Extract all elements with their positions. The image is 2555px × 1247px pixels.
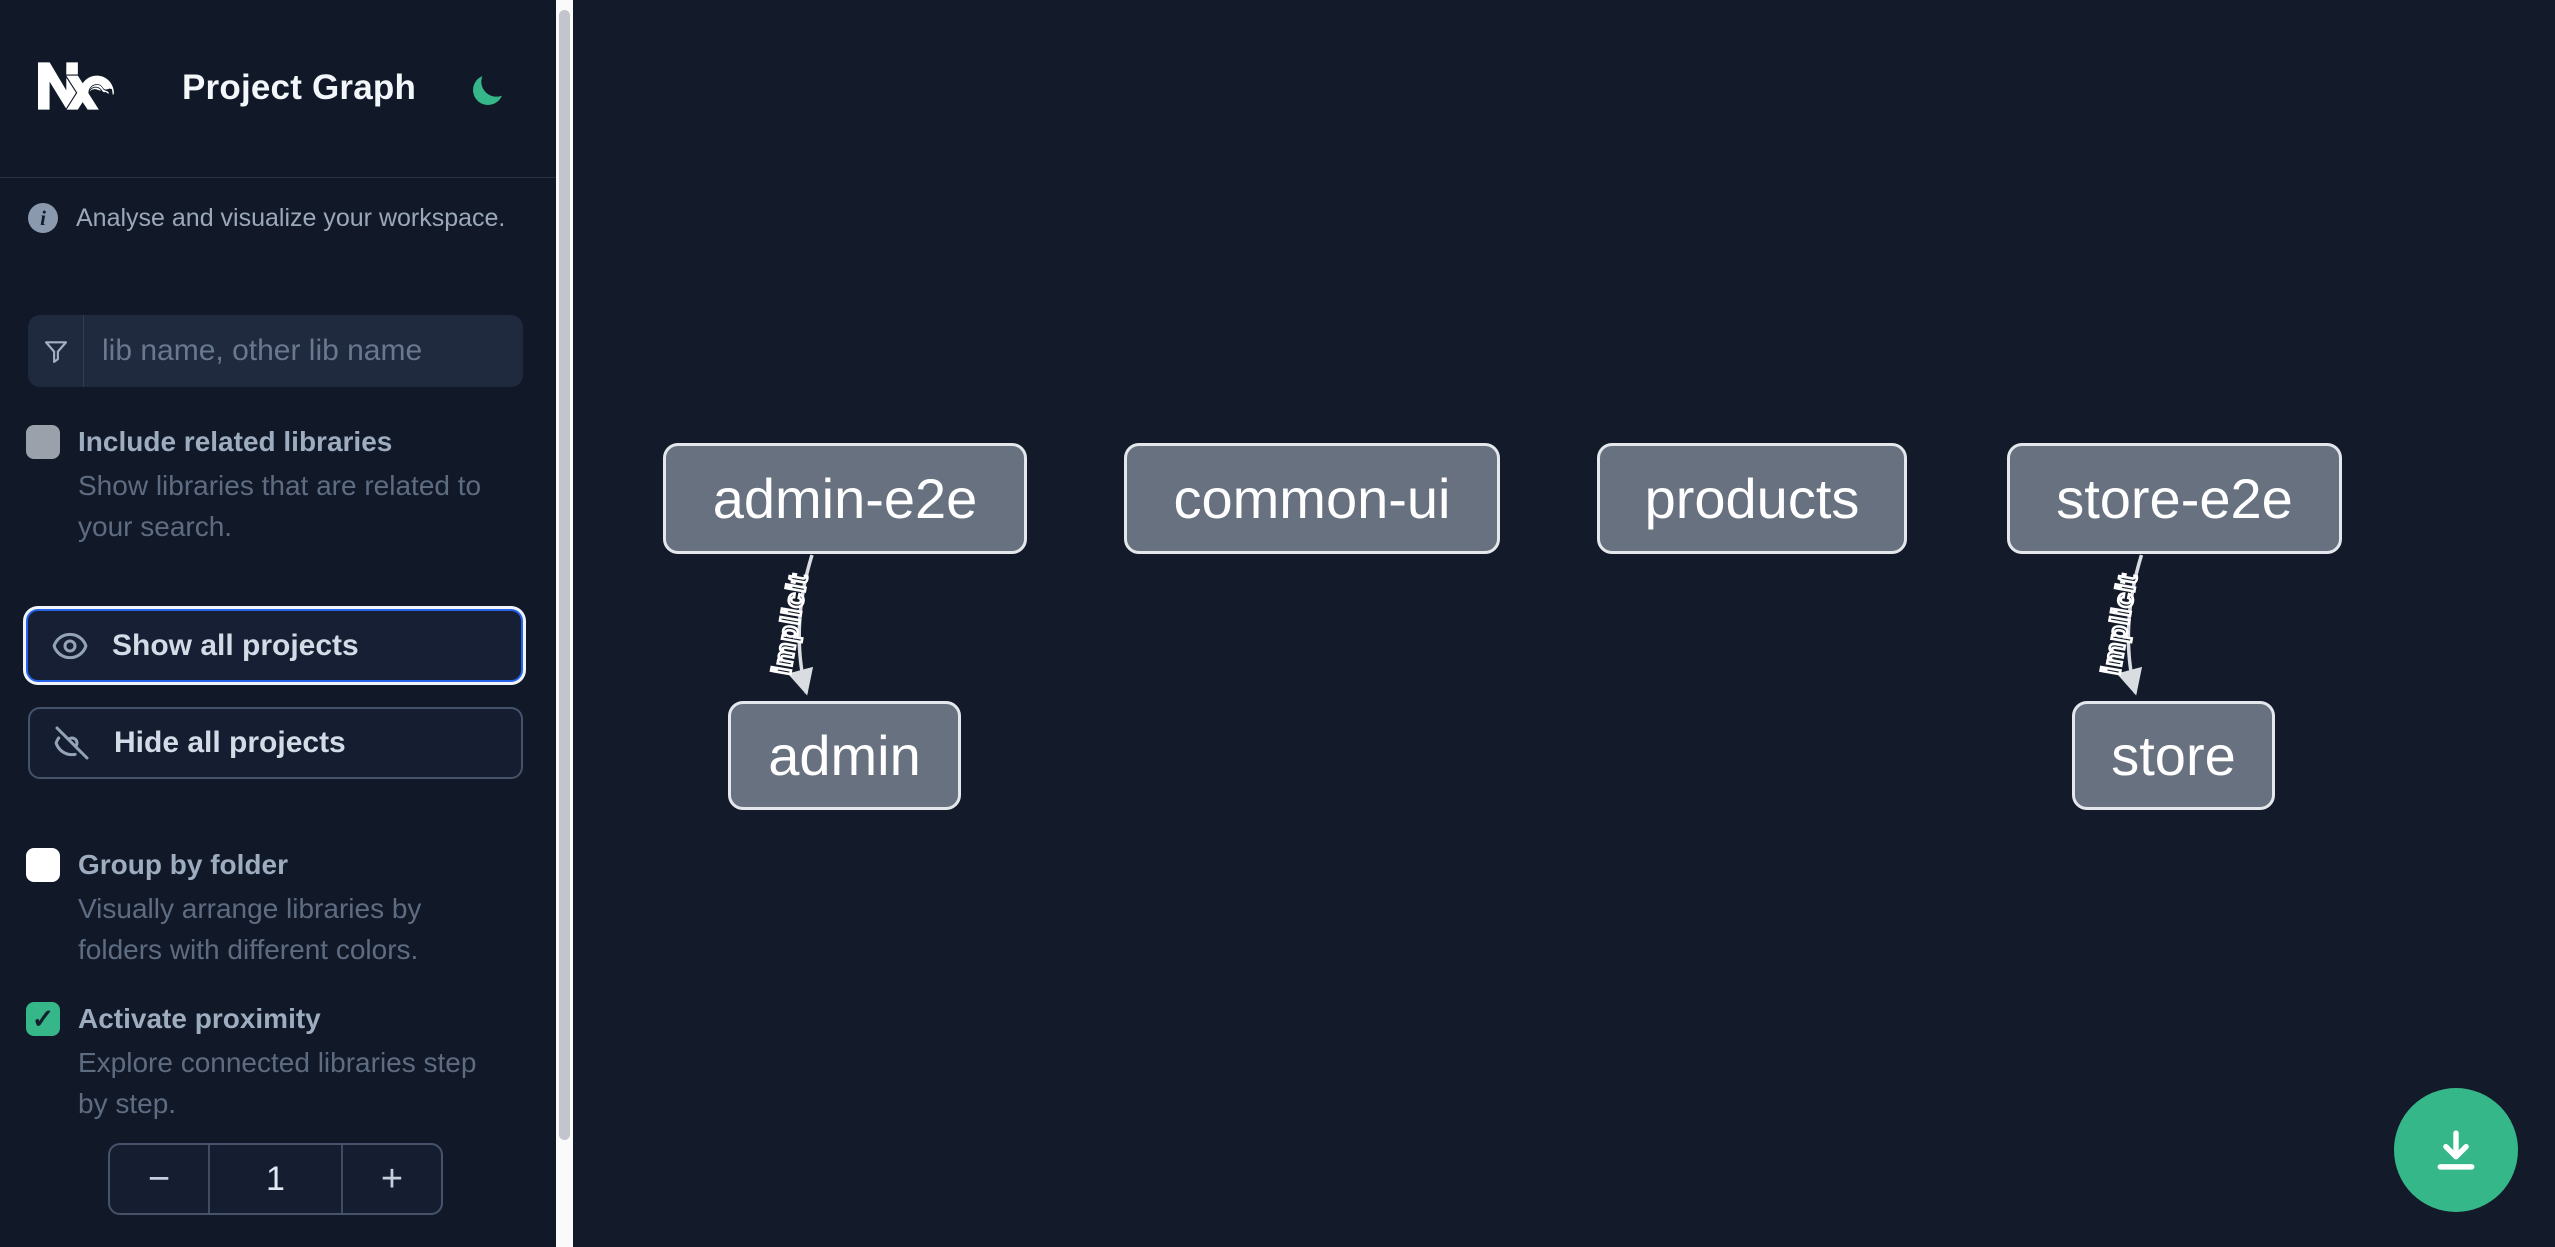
funnel-icon [28, 315, 84, 387]
option-group-by-folder: Group by folder Visually arrange librari… [26, 846, 526, 970]
sidebar: Project Graph i Analyse and visualize yo… [0, 0, 573, 1247]
edge-label-implicit: implicit [2096, 571, 2143, 677]
graph-node-admin[interactable]: admin [728, 701, 961, 810]
checkbox-group-by-folder[interactable] [26, 848, 60, 882]
filter-box [28, 315, 523, 387]
checkbox-activate-proximity[interactable] [26, 1002, 60, 1036]
option-label: Include related libraries [78, 426, 393, 457]
download-button[interactable] [2394, 1088, 2518, 1212]
graph-node-store[interactable]: store [2072, 701, 2275, 810]
eye-off-icon [54, 726, 89, 760]
tagline: i Analyse and visualize your workspace. [28, 202, 528, 235]
option-include-related-libraries: Include related libraries Show libraries… [26, 423, 526, 547]
graph-node-products[interactable]: products [1597, 443, 1907, 554]
option-description: Show libraries that are related to your … [78, 470, 482, 542]
option-label: Activate proximity [78, 1003, 321, 1034]
page-title: Project Graph [182, 68, 417, 107]
option-description: Explore connected libraries step by step… [78, 1047, 477, 1119]
header-divider [0, 177, 556, 178]
download-icon [2437, 1130, 2475, 1170]
eye-icon [52, 632, 88, 659]
option-label: Group by folder [78, 849, 288, 880]
edge-label-implicit: implicit [766, 571, 813, 677]
checkbox-include-related-libraries[interactable] [26, 425, 60, 459]
show-all-projects-button[interactable]: Show all projects [26, 609, 523, 682]
tagline-text: Analyse and visualize your workspace. [76, 204, 506, 232]
proximity-decrement-button[interactable]: − [110, 1145, 208, 1213]
filter-input[interactable] [84, 315, 523, 387]
graph-edge-store-e2e-store[interactable] [2116, 554, 2144, 696]
graph-node-admin-e2e[interactable]: admin-e2e [663, 443, 1027, 554]
graph-canvas[interactable]: implicit implicit admin-e2e common-ui produ… [573, 0, 2555, 1247]
proximity-increment-button[interactable]: + [343, 1145, 441, 1213]
graph-edges-layer: implicit implicit [765, 554, 2144, 696]
proximity-value: 1 [208, 1145, 343, 1213]
moon-icon [473, 76, 502, 105]
theme-toggle-button[interactable] [468, 70, 508, 110]
hide-all-projects-button[interactable]: Hide all projects [28, 707, 523, 779]
graph-node-common-ui[interactable]: common-ui [1124, 443, 1500, 554]
nx-logo-icon [38, 62, 114, 110]
proximity-stepper: − 1 + [108, 1143, 443, 1215]
hide-all-projects-label: Hide all projects [114, 726, 346, 759]
info-icon: i [28, 203, 58, 233]
sidebar-scrollbar-track [556, 0, 573, 1247]
sidebar-scrollbar-thumb[interactable] [559, 10, 570, 1140]
show-all-projects-label: Show all projects [112, 628, 359, 662]
graph-node-store-e2e[interactable]: store-e2e [2007, 443, 2342, 554]
option-description: Visually arrange libraries by folders wi… [78, 893, 422, 965]
graph-edge-admin-e2e-admin[interactable] [787, 554, 814, 696]
option-activate-proximity: Activate proximity Explore connected lib… [26, 1000, 526, 1124]
